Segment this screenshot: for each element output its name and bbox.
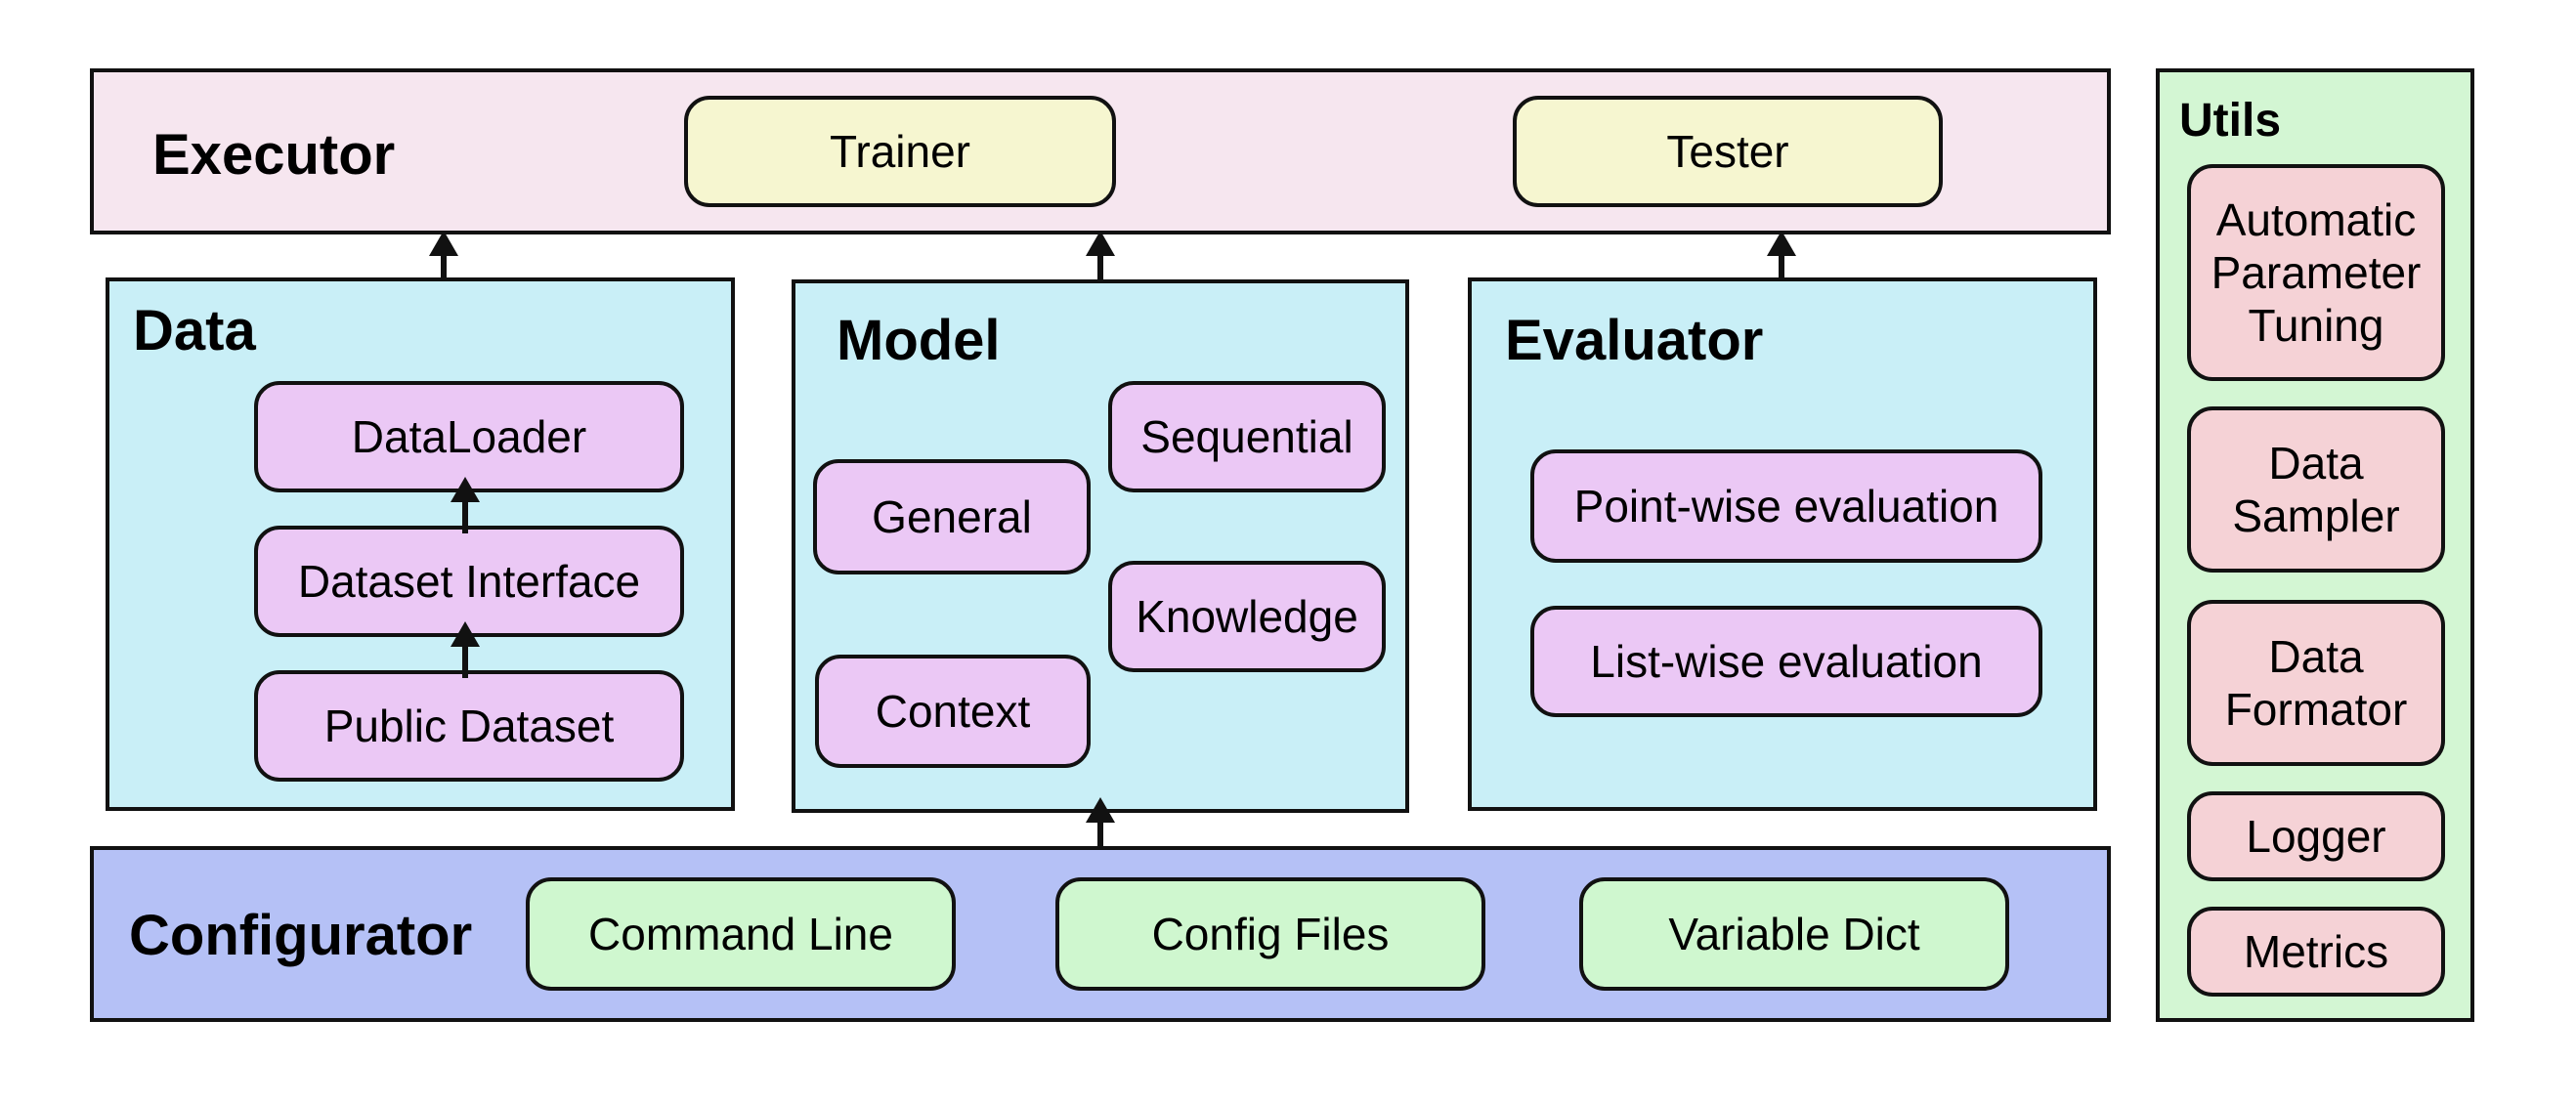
data-formator-box: Data Formator <box>2187 600 2445 766</box>
executor-title: Executor <box>152 123 396 187</box>
interface-to-loader-arrow <box>451 477 480 533</box>
knowledge-model-box: Knowledge <box>1108 561 1386 672</box>
general-model-box: General <box>813 459 1091 574</box>
context-model-box: Context <box>815 655 1091 768</box>
variable-dict-box: Variable Dict <box>1579 877 2009 991</box>
data-sampler-box: Data Sampler <box>2187 406 2445 573</box>
dataloader-box: DataLoader <box>254 381 684 492</box>
public-dataset-box: Public Dataset <box>254 670 684 782</box>
logger-box: Logger <box>2187 791 2445 881</box>
automatic-parameter-tuning-box: Automatic Parameter Tuning <box>2187 164 2445 381</box>
model-title: Model <box>837 309 1001 372</box>
command-line-box: Command Line <box>526 877 956 991</box>
evaluator-title: Evaluator <box>1505 309 1764 372</box>
data-title: Data <box>133 299 256 362</box>
model-to-executor-arrow <box>1086 231 1115 285</box>
dataset-interface-box: Dataset Interface <box>254 526 684 637</box>
data-to-executor-arrow <box>429 231 458 285</box>
sequential-model-box: Sequential <box>1108 381 1386 492</box>
evaluator-to-executor-arrow <box>1767 231 1796 285</box>
list-wise-evaluation-box: List-wise evaluation <box>1530 606 2042 717</box>
configurator-title: Configurator <box>129 904 473 967</box>
config-files-box: Config Files <box>1055 877 1485 991</box>
utils-title: Utils <box>2179 95 2282 147</box>
public-to-interface-arrow <box>451 621 480 678</box>
trainer-box: Trainer <box>684 96 1116 207</box>
metrics-box: Metrics <box>2187 907 2445 997</box>
point-wise-evaluation-box: Point-wise evaluation <box>1530 449 2042 563</box>
configurator-to-model-arrow <box>1086 797 1115 854</box>
tester-box: Tester <box>1513 96 1943 207</box>
